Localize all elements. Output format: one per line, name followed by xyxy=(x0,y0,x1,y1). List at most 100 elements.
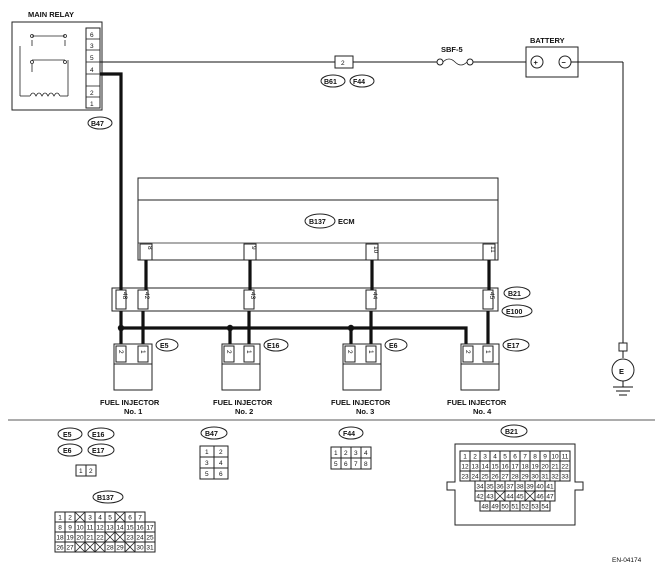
injector-3-number: No. 3 xyxy=(356,407,374,416)
injector-2-connector: E16 xyxy=(267,343,280,350)
b21-pin-2: 2 xyxy=(473,454,477,461)
connector-view-b47: B47 1 2 3 4 5 6 xyxy=(199,426,229,480)
b137-pin-18: 18 xyxy=(56,535,64,542)
b21-pin-3: 3 xyxy=(483,454,487,461)
connector-e100-label: E100 xyxy=(506,309,522,316)
b21-pin-17: 17 xyxy=(511,464,519,471)
b137-pin-11: 11 xyxy=(87,525,94,532)
battery-title: BATTERY xyxy=(530,36,565,45)
b21-pin-48: 48 xyxy=(481,504,489,511)
fuse-element xyxy=(442,58,468,66)
b21-pin-37: 37 xyxy=(506,484,514,491)
injector-2: 2 1 E16 FUEL INJECTOR No. 2 xyxy=(213,338,289,416)
b137-blank-cell xyxy=(74,541,86,553)
ecm-pin-8: 8 xyxy=(146,246,153,250)
b137-pin-22: 22 xyxy=(96,535,104,542)
relay-pin-6: 6 xyxy=(90,32,94,39)
ecm-pin-10: 10 xyxy=(372,246,379,254)
b21-pin-10: 10 xyxy=(551,454,559,461)
b21-blank-cell xyxy=(524,490,536,502)
f44-view-pin-6: 6 xyxy=(344,461,348,468)
connector-view-e-group: E5 E16 E6 E17 1 2 xyxy=(57,427,115,477)
b21-pin-25: 25 xyxy=(481,474,489,481)
fuse-pin-2: 2 xyxy=(341,60,345,67)
b137-pin-3: 3 xyxy=(88,515,92,522)
b21-pin-47: 47 xyxy=(546,494,554,501)
b21-pin-8: 8 xyxy=(533,454,537,461)
e-group-label-e16: E16 xyxy=(92,432,105,439)
main-relay-pin-column: 6 3 5 4 2 1 xyxy=(85,27,101,109)
document-code: EN-04174 xyxy=(612,557,642,564)
f44-view-label: F44 xyxy=(343,431,355,438)
b137-pin-16: 16 xyxy=(136,525,144,532)
injector-4-connector: E17 xyxy=(507,343,520,350)
ecm-top-band xyxy=(137,177,499,201)
b137-pin-30: 30 xyxy=(136,545,144,552)
b137-view-label: B137 xyxy=(97,495,114,502)
harness-pin-43: 43 xyxy=(249,292,256,300)
injector-4-pin-2: 2 xyxy=(464,350,471,354)
connector-b21-oval xyxy=(503,286,531,300)
b137-pin-9: 9 xyxy=(68,525,72,532)
b21-pin-42: 42 xyxy=(476,494,484,501)
injector-1-number: No. 1 xyxy=(124,407,142,416)
fuse-label: SBF-5 xyxy=(441,45,463,54)
b137-pin-21: 21 xyxy=(86,535,94,542)
main-relay-title: MAIN RELAY xyxy=(28,10,74,19)
b21-pin-18: 18 xyxy=(521,464,529,471)
fuse-terminal-right xyxy=(466,58,474,66)
b137-pin-29: 29 xyxy=(116,545,124,552)
f44-view-pin-3: 3 xyxy=(354,450,358,457)
injector-4-name: FUEL INJECTOR xyxy=(447,398,507,407)
b21-pin-13: 13 xyxy=(471,464,479,471)
injector-1-name: FUEL INJECTOR xyxy=(100,398,160,407)
connector-f44-label: F44 xyxy=(353,79,365,86)
connector-view-f44: F44 1 2 3 4 5 6 7 8 xyxy=(330,426,372,470)
b137-pin-4: 4 xyxy=(98,515,102,522)
injector-3-name: FUEL INJECTOR xyxy=(331,398,391,407)
connector-b137-oval xyxy=(304,213,336,229)
injector-4-pin-1: 1 xyxy=(484,350,491,354)
b21-pin-14: 14 xyxy=(481,464,489,471)
relay-contacts xyxy=(19,34,69,97)
b21-pin-51: 51 xyxy=(511,504,519,511)
b21-pin-45: 45 xyxy=(516,494,524,501)
b137-pin-5: 5 xyxy=(108,515,112,522)
e-group-pin-1: 1 xyxy=(79,468,83,475)
harness-connector: 48 42 43 44 45 B21 E100 xyxy=(111,286,533,318)
b137-pin-20: 20 xyxy=(76,535,84,542)
b137-pin-6: 6 xyxy=(128,515,132,522)
b21-pin-28: 28 xyxy=(511,474,519,481)
b21-pin-39: 39 xyxy=(526,484,534,491)
injector-2-body xyxy=(221,363,261,391)
injector-2-name: FUEL INJECTOR xyxy=(213,398,273,407)
b21-pin-49: 49 xyxy=(491,504,499,511)
b21-pin-24: 24 xyxy=(471,474,479,481)
relay-pin-1: 1 xyxy=(90,101,94,108)
b137-pin-15: 15 xyxy=(126,525,134,532)
main-relay: MAIN RELAY 6 3 5 4 2 1 xyxy=(11,10,113,130)
b137-pin-27: 27 xyxy=(66,545,74,552)
injector-3-body xyxy=(342,363,382,391)
ground-label: E xyxy=(619,367,624,376)
b21-pin-20: 20 xyxy=(541,464,549,471)
harness-connector-body xyxy=(111,287,499,312)
b137-pin-14: 14 xyxy=(116,525,124,532)
b137-pin-7: 7 xyxy=(138,515,142,522)
ground: E xyxy=(611,342,635,396)
injector-1-pin-1: 1 xyxy=(139,350,146,354)
relay-pin-3: 3 xyxy=(90,43,94,50)
injector-2-pin-1: 1 xyxy=(245,350,252,354)
b21-view-label: B21 xyxy=(505,429,518,436)
relay-pin-4: 4 xyxy=(90,67,94,74)
ecm-pin-11: 11 xyxy=(489,246,496,253)
b21-pin-15: 15 xyxy=(491,464,499,471)
b21-pin-7: 7 xyxy=(523,454,527,461)
battery-positive-terminal xyxy=(530,55,544,69)
b21-pin-9: 9 xyxy=(543,454,547,461)
b137-pin-26: 26 xyxy=(56,545,64,552)
